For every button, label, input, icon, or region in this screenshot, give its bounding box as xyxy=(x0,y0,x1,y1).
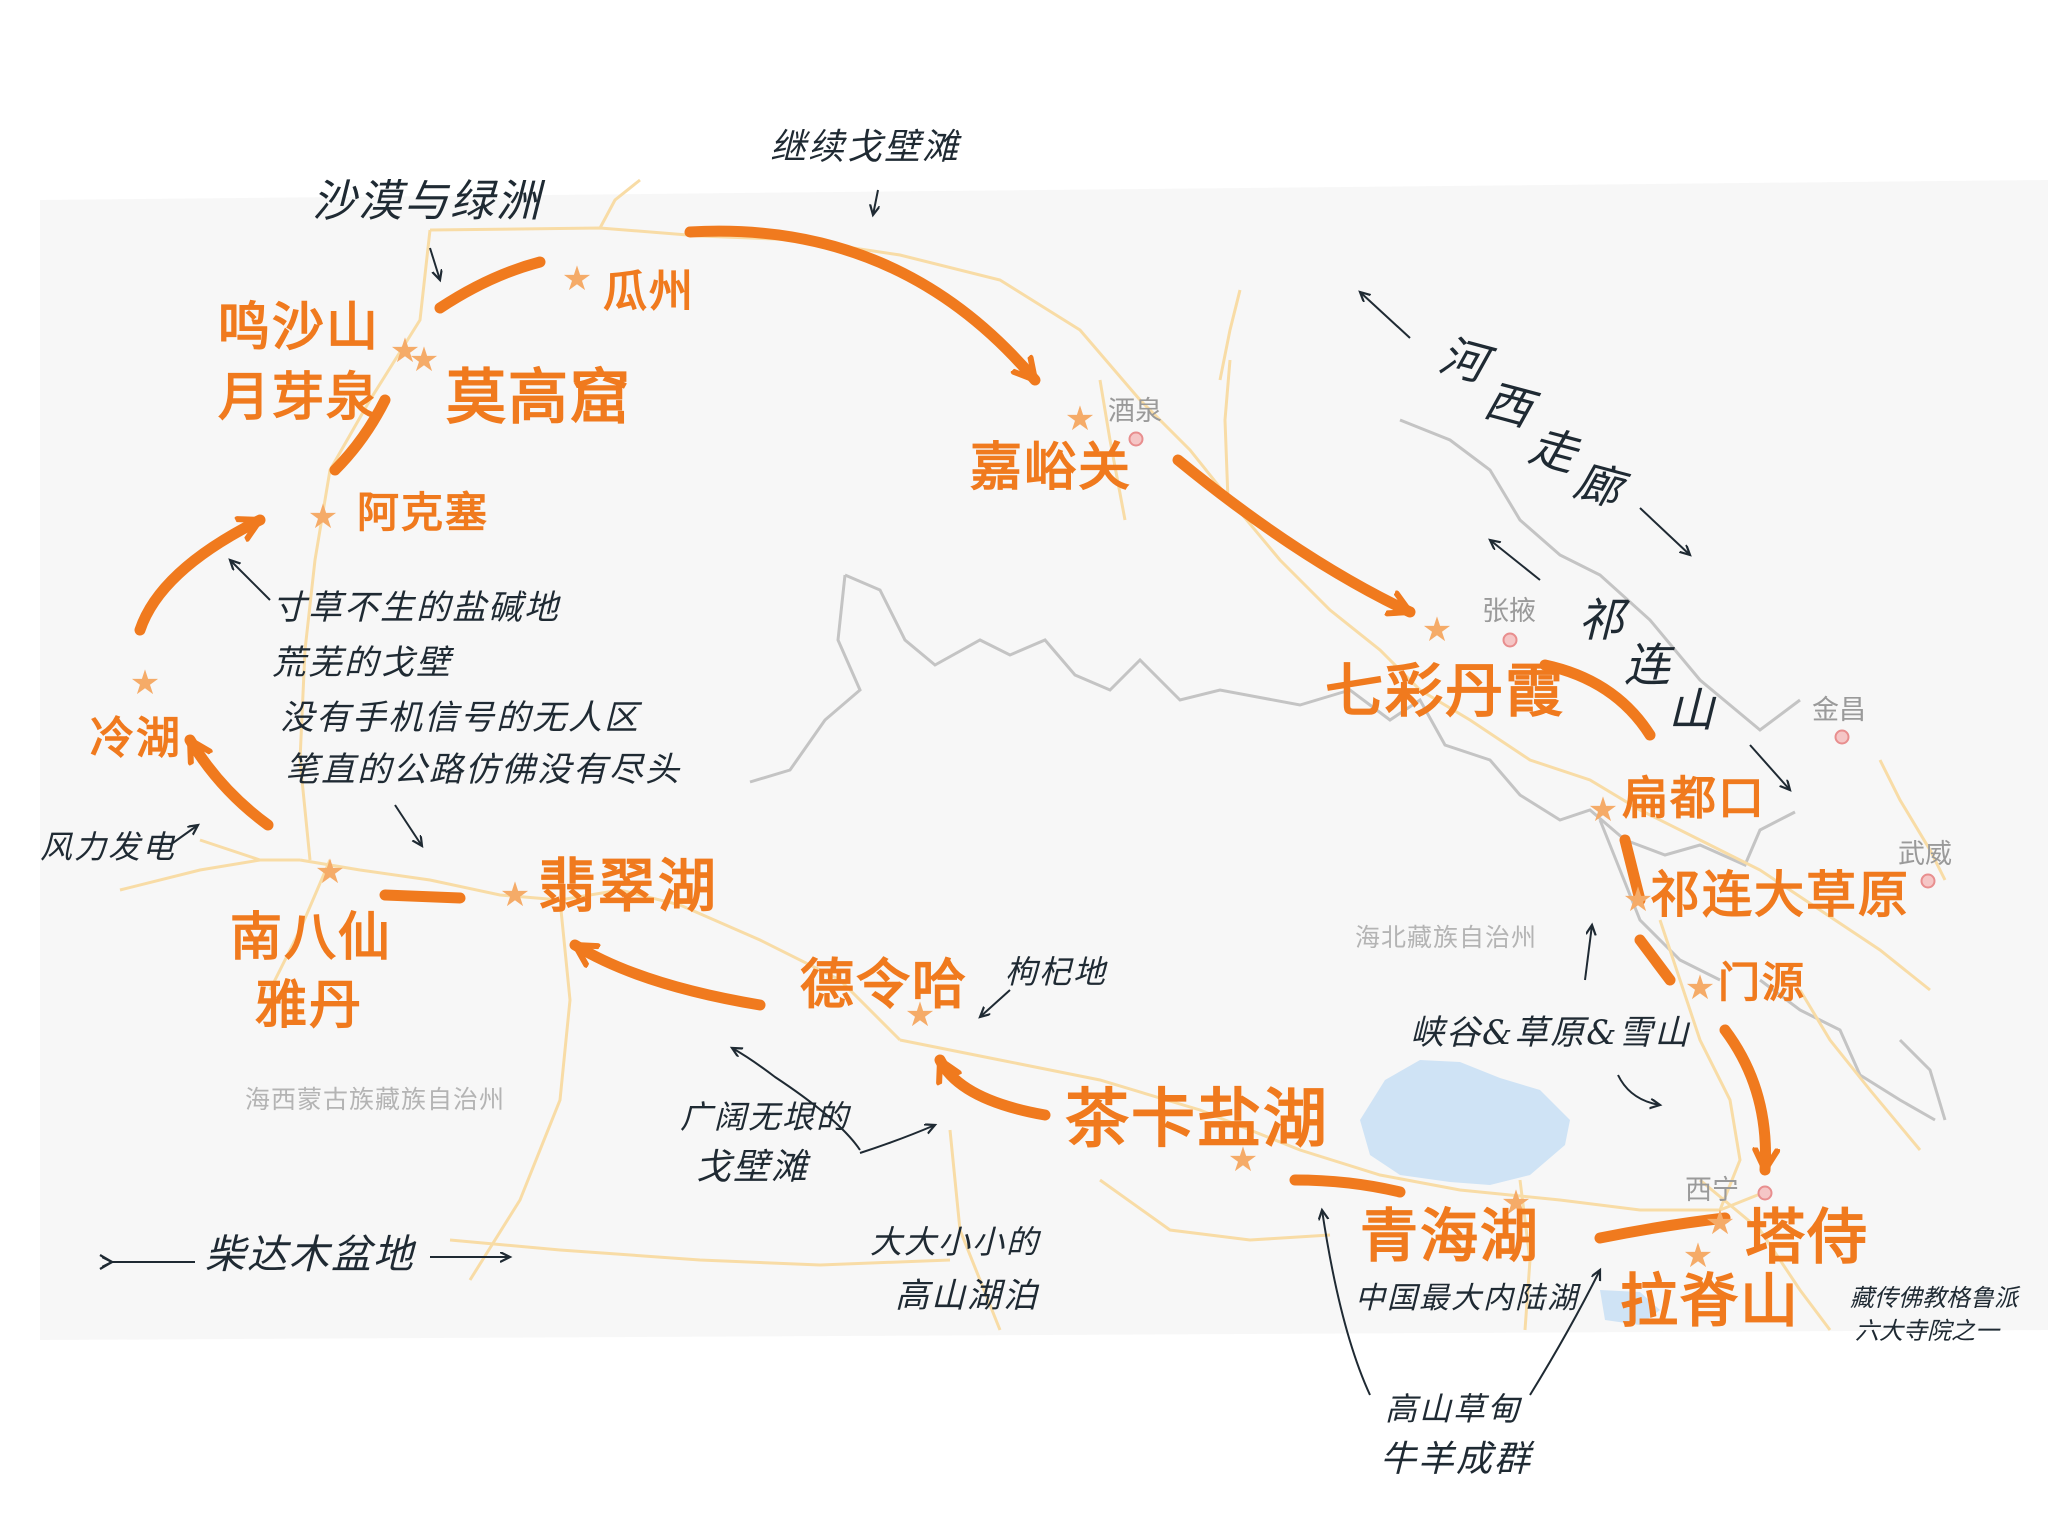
note-barren-3: 没有手机信号的无人区 xyxy=(280,698,640,738)
small-lake xyxy=(1600,1290,1660,1325)
star-icon: ★ xyxy=(1227,1140,1259,1180)
note-meadow-2: 牛羊成群 xyxy=(1380,1439,1533,1480)
note-gobi-vast-2: 戈壁滩 xyxy=(695,1147,810,1188)
star-icon: ★ xyxy=(904,995,936,1035)
note-barren-4: 笔直的公路仿佛没有尽头 xyxy=(285,750,681,790)
city-label-wuwei: 武威 xyxy=(1898,839,1952,869)
star-icon: ★ xyxy=(1587,790,1619,830)
note-temple-1: 藏传佛教格鲁派 xyxy=(1850,1284,2018,1312)
place-label-akesai: 阿克塞 xyxy=(357,488,490,537)
route-arrows xyxy=(134,225,1766,1244)
note-goji: 枸杞地 xyxy=(1005,953,1108,991)
city-dot-jinchang xyxy=(1834,729,1850,745)
city-label-jinchang: 金昌 xyxy=(1812,695,1866,725)
star-icon: ★ xyxy=(1064,399,1096,439)
note-barren-1: 寸草不生的盐碱地 xyxy=(272,588,560,628)
note-desert-oasis: 沙漠与绿洲 xyxy=(312,176,542,227)
place-label-biandukou: 扁都口 xyxy=(1622,771,1766,825)
province-boundaries xyxy=(749,418,1947,1122)
place-label-mogao: 莫高窟 xyxy=(446,363,632,433)
road-network xyxy=(119,178,1947,1331)
star-icon: ★ xyxy=(1622,880,1654,920)
place-label-yueya: 月芽泉 xyxy=(218,368,381,428)
qinghai-lake xyxy=(1360,1060,1570,1185)
note-gobi-vast-1: 广阔无垠的 xyxy=(680,1098,851,1136)
star-icon: ★ xyxy=(561,259,593,299)
note-qilianshan-1: 祁 xyxy=(1578,593,1626,647)
place-label-taer: 塔侍 xyxy=(1745,1203,1869,1273)
note-meadow-1: 高山草甸 xyxy=(1385,1390,1522,1428)
place-label-qicai: 七彩丹霞 xyxy=(1325,657,1566,725)
city-dot-zhangye xyxy=(1502,632,1518,648)
place-label-guazhou: 瓜州 xyxy=(603,266,695,317)
star-icon: ★ xyxy=(1421,610,1453,650)
city-dot-wuwei xyxy=(1920,873,1936,889)
place-label-feicui: 翡翠湖 xyxy=(538,852,719,920)
place-label-jiayuguan: 嘉峪关 xyxy=(970,438,1133,498)
note-wind: 风力发电 xyxy=(40,828,177,866)
place-label-nanbaxian: 南八仙 xyxy=(230,908,393,968)
star-icon: ★ xyxy=(1704,1203,1736,1243)
star-icon: ★ xyxy=(1682,1236,1714,1276)
note-qaidam: 柴达木盆地 xyxy=(205,1232,415,1278)
city-dot-jiuquan xyxy=(1128,431,1144,447)
star-icon: ★ xyxy=(1684,968,1716,1008)
note-temple-2: 六大寺院之一 xyxy=(1855,1317,1999,1345)
note-arrows xyxy=(99,189,1790,1396)
place-label-chaka: 茶卡盐湖 xyxy=(1065,1083,1329,1157)
place-label-qilian-grassland: 祁连大草原 xyxy=(1650,866,1910,924)
star-icon: ★ xyxy=(129,663,161,703)
city-dot-xining xyxy=(1757,1185,1773,1201)
land-area xyxy=(40,180,2048,1340)
place-label-yadan: 雅丹 xyxy=(255,976,364,1036)
star-icon: ★ xyxy=(307,497,339,537)
place-label-delingha: 德令哈 xyxy=(800,953,968,1016)
note-qilianshan-2: 连 xyxy=(1624,638,1672,692)
place-label-laji: 拉脊山 xyxy=(1620,1267,1801,1335)
city-label-jiuquan: 酒泉 xyxy=(1108,396,1162,426)
place-label-mingsha: 鸣沙山 xyxy=(218,298,381,358)
star-icon: ★ xyxy=(499,875,531,915)
star-icon: ★ xyxy=(389,331,421,371)
place-label-qinghaihu: 青海湖 xyxy=(1360,1202,1541,1270)
star-icon: ★ xyxy=(314,852,346,892)
place-label-menyuan: 门源 xyxy=(1718,958,1807,1007)
note-canyon: 峡谷&草原&雪山 xyxy=(1410,1013,1691,1053)
note-lakes-1: 大大小小的 xyxy=(870,1223,1041,1261)
note-qilianshan-3: 山 xyxy=(1668,683,1716,737)
note-barren-2: 荒芜的戈壁 xyxy=(272,643,452,683)
note-gobi-continue: 继续戈壁滩 xyxy=(770,127,961,168)
place-label-lenghu: 冷湖 xyxy=(90,713,182,764)
city-label-zhangye: 张掖 xyxy=(1482,596,1536,626)
note-lakes-2: 高山湖泊 xyxy=(895,1276,1039,1316)
region-label-haixi: 海西蒙古族藏族自治州 xyxy=(245,1086,506,1114)
star-icon: ★ xyxy=(408,340,440,380)
star-icon: ★ xyxy=(1500,1183,1532,1223)
city-label-xining: 西宁 xyxy=(1685,1175,1739,1205)
note-biggest-lake: 中国最大内陆湖 xyxy=(1355,1281,1579,1316)
region-label-haibei: 海北藏族自治州 xyxy=(1355,924,1538,952)
